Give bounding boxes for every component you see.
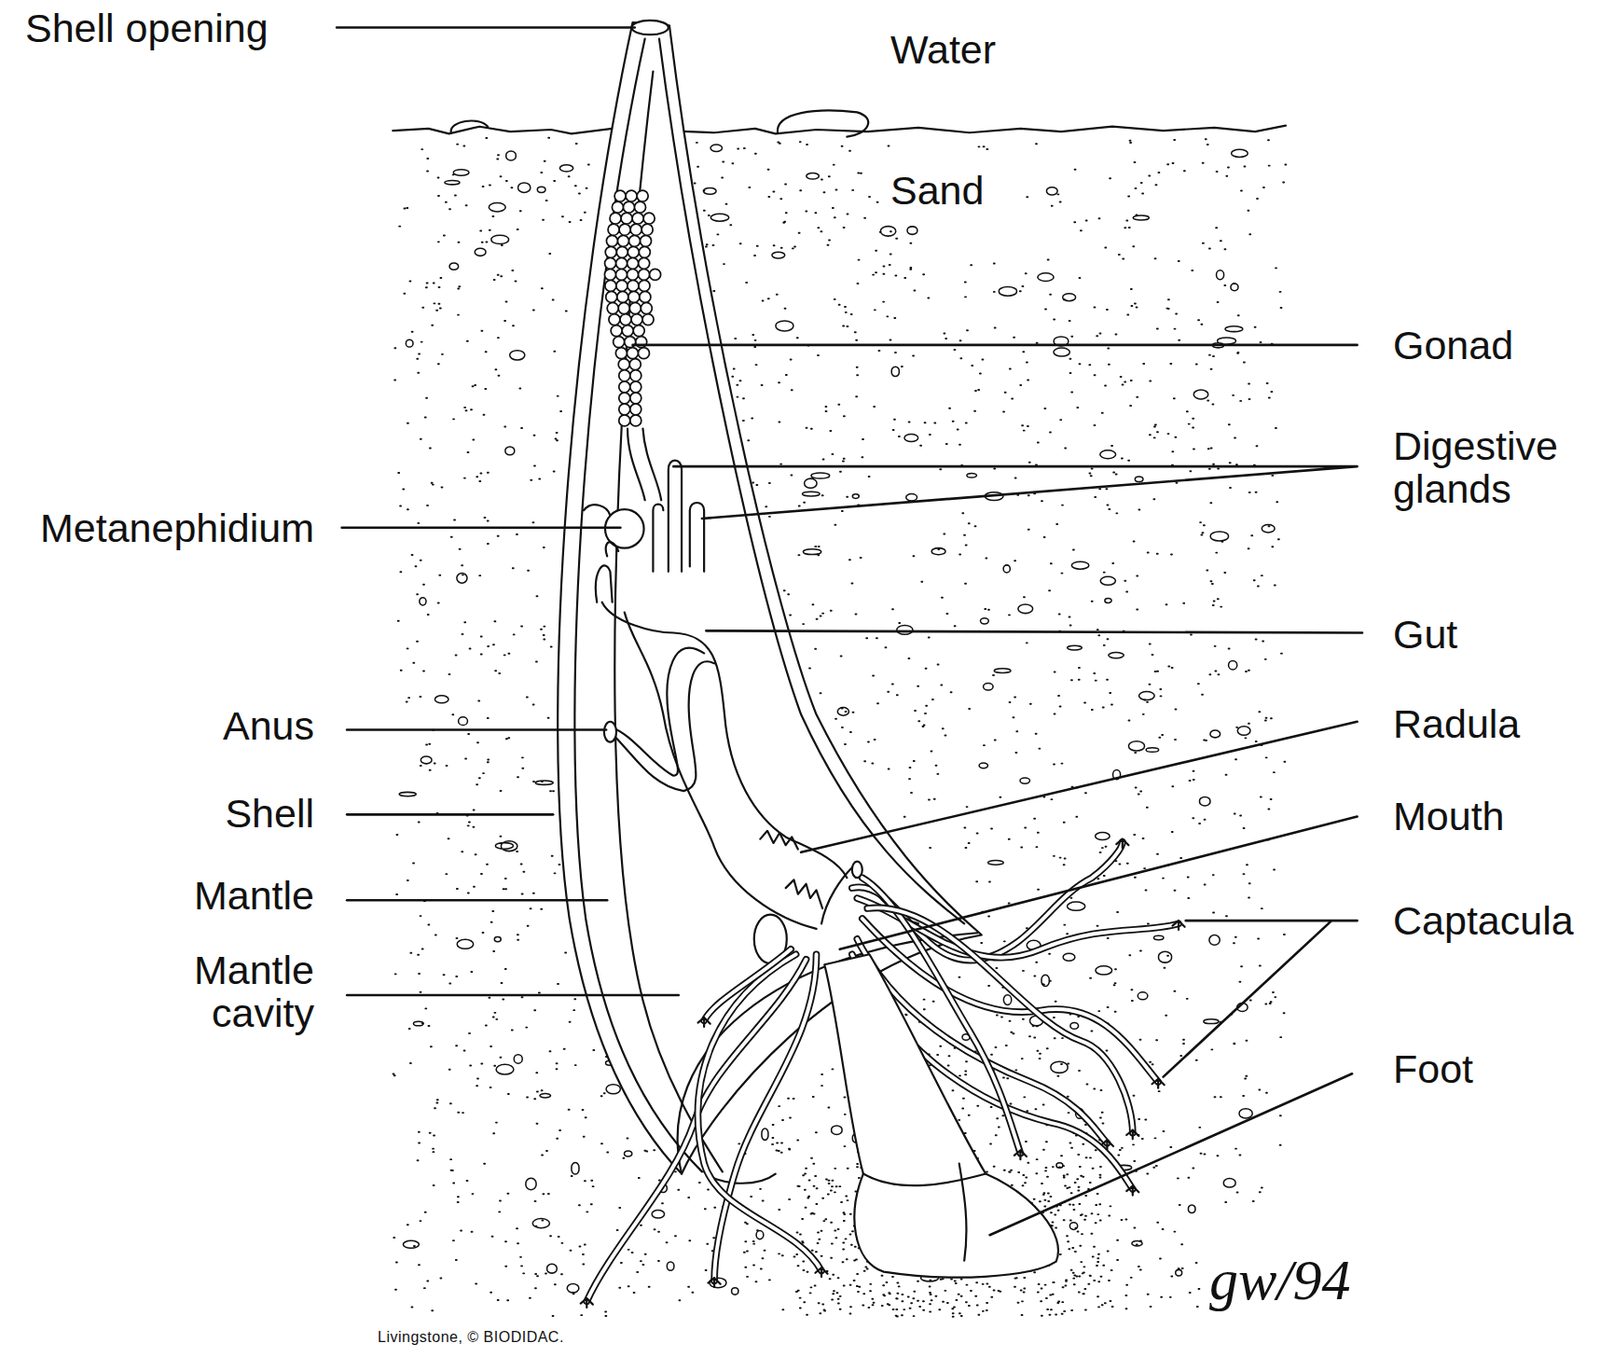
sand-pebbles bbox=[399, 144, 1275, 1295]
captaculum bbox=[703, 949, 791, 1021]
captaculum-lumen bbox=[714, 953, 816, 1281]
shell-opening bbox=[631, 20, 668, 35]
part-label: Radula bbox=[1393, 702, 1520, 745]
intestine bbox=[612, 648, 715, 792]
radula bbox=[759, 830, 823, 909]
gut-wall bbox=[624, 612, 817, 929]
part-label: Foot bbox=[1393, 1047, 1474, 1090]
part-label: Metanephidium bbox=[40, 506, 315, 550]
metanephridium-pore bbox=[583, 504, 610, 515]
captaculum bbox=[714, 953, 816, 1281]
gonad bbox=[604, 190, 661, 427]
surface-pebble bbox=[777, 110, 869, 137]
part-label: Gonad bbox=[1393, 323, 1514, 367]
captaculum-tip bbox=[1126, 1186, 1139, 1196]
gonad-follicles bbox=[604, 190, 661, 427]
sand-texture bbox=[393, 137, 1287, 1317]
foot-ridge bbox=[863, 1163, 986, 1261]
captaculum-tip bbox=[1172, 920, 1185, 930]
sand-surface bbox=[392, 125, 1286, 135]
shell-inner-wall bbox=[574, 39, 703, 1173]
digestive-gland bbox=[595, 460, 704, 603]
gut-wall bbox=[602, 602, 848, 878]
part-label: Shell opening bbox=[25, 6, 269, 50]
part-label: Mouth bbox=[1393, 794, 1505, 838]
anus bbox=[604, 721, 617, 743]
captaculum-tip bbox=[814, 1267, 828, 1277]
credit-text: Livingstone, © BIODIDAC. bbox=[377, 1328, 565, 1345]
captacula-tentacles bbox=[580, 839, 1186, 1308]
part-label: Captacula bbox=[1393, 898, 1574, 942]
captaculum-tip bbox=[1116, 839, 1129, 849]
captaculum-tip bbox=[1126, 1130, 1139, 1140]
leader-lines bbox=[336, 27, 1363, 1236]
part-label: Digestive glands bbox=[1393, 424, 1559, 511]
foot bbox=[824, 953, 1059, 1277]
artist-signature: gw/94 bbox=[1209, 1248, 1352, 1311]
surface-pebble bbox=[451, 121, 489, 134]
part-label: Mantle cavity bbox=[193, 948, 315, 1035]
medium-label: Water bbox=[890, 27, 996, 71]
captaculum-tip bbox=[1014, 1149, 1027, 1159]
captaculum-tip bbox=[1152, 1078, 1165, 1089]
medium-label: Sand bbox=[890, 168, 984, 212]
sand-grains bbox=[393, 137, 1287, 1317]
captaculum-tip bbox=[698, 1017, 711, 1027]
gonoduct bbox=[627, 428, 662, 501]
part-label: Gut bbox=[1393, 612, 1458, 656]
part-label: Anus bbox=[222, 703, 315, 747]
captaculum-tip bbox=[708, 1277, 721, 1287]
captaculum-tip bbox=[580, 1297, 594, 1308]
part-label: Shell bbox=[224, 791, 315, 835]
captaculum-lumen bbox=[703, 949, 791, 1021]
part-label: Mantle bbox=[193, 873, 315, 917]
